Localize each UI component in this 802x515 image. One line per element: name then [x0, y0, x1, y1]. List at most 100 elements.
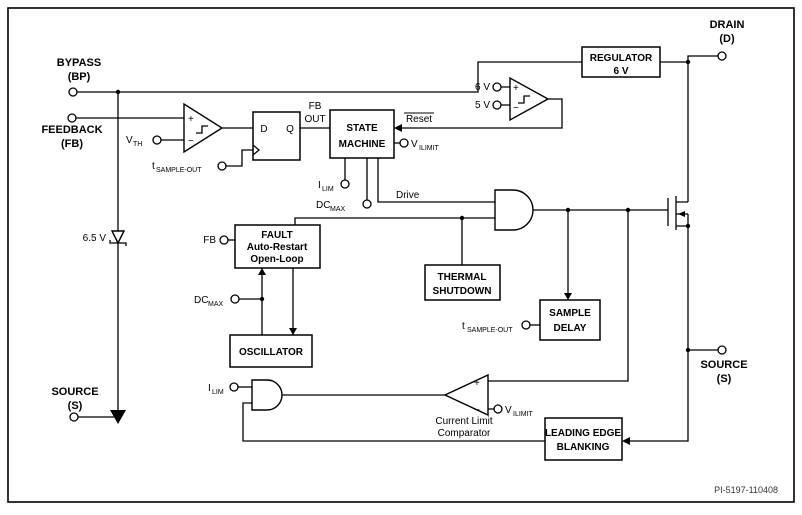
- feedback-terminal: [67, 113, 77, 123]
- ilim-and-gate-icon: [251, 379, 283, 411]
- thermal-title: THERMAL: [438, 272, 487, 283]
- wire-uv-references: [501, 86, 510, 106]
- thermal-title-2: SHUTDOWN: [433, 286, 492, 297]
- fb-out-label-2: OUT: [304, 114, 325, 125]
- dcmax-osc-sub: MAX: [208, 301, 224, 308]
- arrow-into-leb: [622, 437, 630, 445]
- feedback-label-2: (FB): [61, 138, 83, 150]
- vilimit-comp-sub: ILIMIT: [513, 411, 534, 418]
- regulator-block: [581, 46, 661, 78]
- drive-label: Drive: [396, 190, 420, 201]
- ilim-sm-label: I: [318, 180, 321, 191]
- regulator-title: REGULATOR: [590, 53, 653, 64]
- wire-drain-vertical: [687, 55, 718, 202]
- pin-terminals: [67, 51, 727, 422]
- hysteresis-icon: [518, 95, 530, 104]
- sample-delay-title-2: DELAY: [554, 323, 587, 334]
- source-bottom-label-2: (S): [68, 400, 83, 412]
- junction: [565, 207, 571, 213]
- fault-title-2: Auto-Restart: [247, 242, 308, 253]
- sample-delay-title: SAMPLE: [549, 308, 591, 319]
- dcmax-sm-sub: MAX: [330, 206, 346, 213]
- wire-drive: [377, 158, 495, 203]
- state-machine-block: [329, 109, 395, 159]
- ref-5v-label: 5 V: [475, 100, 490, 111]
- wire-leb-out: [242, 402, 545, 442]
- reset-label: Reset: [406, 114, 432, 125]
- undervoltage-comparator-icon: [509, 76, 550, 122]
- source-right-label-2: (S): [717, 373, 732, 385]
- feedback-comparator-icon: [183, 102, 224, 154]
- sample-delay-block: [539, 299, 601, 341]
- tsample-delay-node: [521, 320, 531, 330]
- state-machine-title-2: MACHINE: [339, 139, 386, 150]
- tsample-sub: SAMPLE-OUT: [156, 167, 202, 174]
- bypass-label: BYPASS: [57, 57, 101, 69]
- thermal-shutdown-block: [424, 264, 501, 301]
- tsample-node: [217, 161, 227, 171]
- flip-flop-d-label: D: [260, 124, 267, 135]
- ref-5v-node: [492, 100, 502, 110]
- vilimit-sm-sub: ILIMIT: [419, 145, 440, 152]
- junction: [685, 59, 691, 65]
- feedback-label: FEEDBACK: [41, 124, 102, 136]
- tsample-label: t: [152, 161, 155, 172]
- junction-dots: [115, 59, 691, 353]
- ilim-gate-sub: LIM: [212, 389, 224, 396]
- vilimit-comp-node: [493, 404, 503, 414]
- source-right-terminal: [717, 345, 727, 355]
- arrow-reset: [394, 124, 402, 132]
- cl-comp-plus: +: [474, 378, 480, 389]
- junction: [259, 296, 265, 302]
- arrowheads: [110, 124, 685, 445]
- source-bottom-label: SOURCE: [51, 386, 98, 398]
- ilim-gate-node: [229, 382, 239, 392]
- uv-comp-minus: −: [513, 103, 519, 114]
- current-limit-comparator-icon: [443, 373, 489, 417]
- wire-clcomp-plus: [488, 210, 629, 382]
- and-gate-icon: [494, 189, 534, 231]
- dcmax-osc-node: [230, 294, 240, 304]
- junction: [685, 347, 691, 353]
- oscillator-title: OSCILLATOR: [239, 347, 304, 358]
- figure-number: PI-5197-110408: [714, 485, 778, 495]
- bypass-label-2: (BP): [68, 71, 91, 83]
- fault-title: FAULT: [261, 230, 292, 241]
- cl-comp-minus: −: [474, 405, 480, 416]
- fb-fault-node: [219, 235, 229, 245]
- source-right-label: SOURCE: [700, 359, 747, 371]
- leading-edge-blanking-block: [544, 417, 623, 461]
- wire-bypass: [77, 61, 582, 93]
- dcmax-osc-label: DC: [194, 295, 208, 306]
- zener-bar: [109, 240, 127, 246]
- junction: [459, 215, 465, 221]
- leb-title-2: BLANKING: [557, 442, 610, 453]
- fault-fb-label: FB: [203, 235, 216, 246]
- arrow-into-sample-delay: [564, 293, 572, 300]
- vth-node: [152, 135, 162, 145]
- ilim-gate-label: I: [208, 383, 211, 394]
- bypass-terminal: [68, 87, 78, 97]
- cl-comparator-label: Current Limit: [435, 416, 492, 427]
- wire-tsample-clock: [226, 149, 253, 167]
- junction: [685, 223, 691, 229]
- vth-sub: TH: [133, 141, 142, 148]
- vilimit-comp-label: V: [505, 405, 512, 416]
- uv-comp-plus: +: [513, 83, 519, 94]
- tsample-delay-sub: SAMPLE-OUT: [467, 327, 513, 334]
- ilim-sm-sub: LIM: [322, 186, 334, 193]
- zener-triangle: [110, 230, 126, 245]
- fb-comp-minus: −: [188, 136, 194, 147]
- drain-terminal: [717, 51, 727, 61]
- tsample-delay-label: t: [462, 321, 465, 332]
- fb-comp-plus: +: [188, 114, 194, 125]
- state-machine-title: STATE: [346, 123, 378, 134]
- wire-sm-inputs: [344, 158, 368, 200]
- ref-6v-label: 6 V: [475, 82, 490, 93]
- junction: [625, 207, 631, 213]
- junction: [115, 89, 121, 95]
- leb-title: LEADING EDGE: [545, 428, 621, 439]
- vilimit-sm-label: V: [411, 139, 418, 150]
